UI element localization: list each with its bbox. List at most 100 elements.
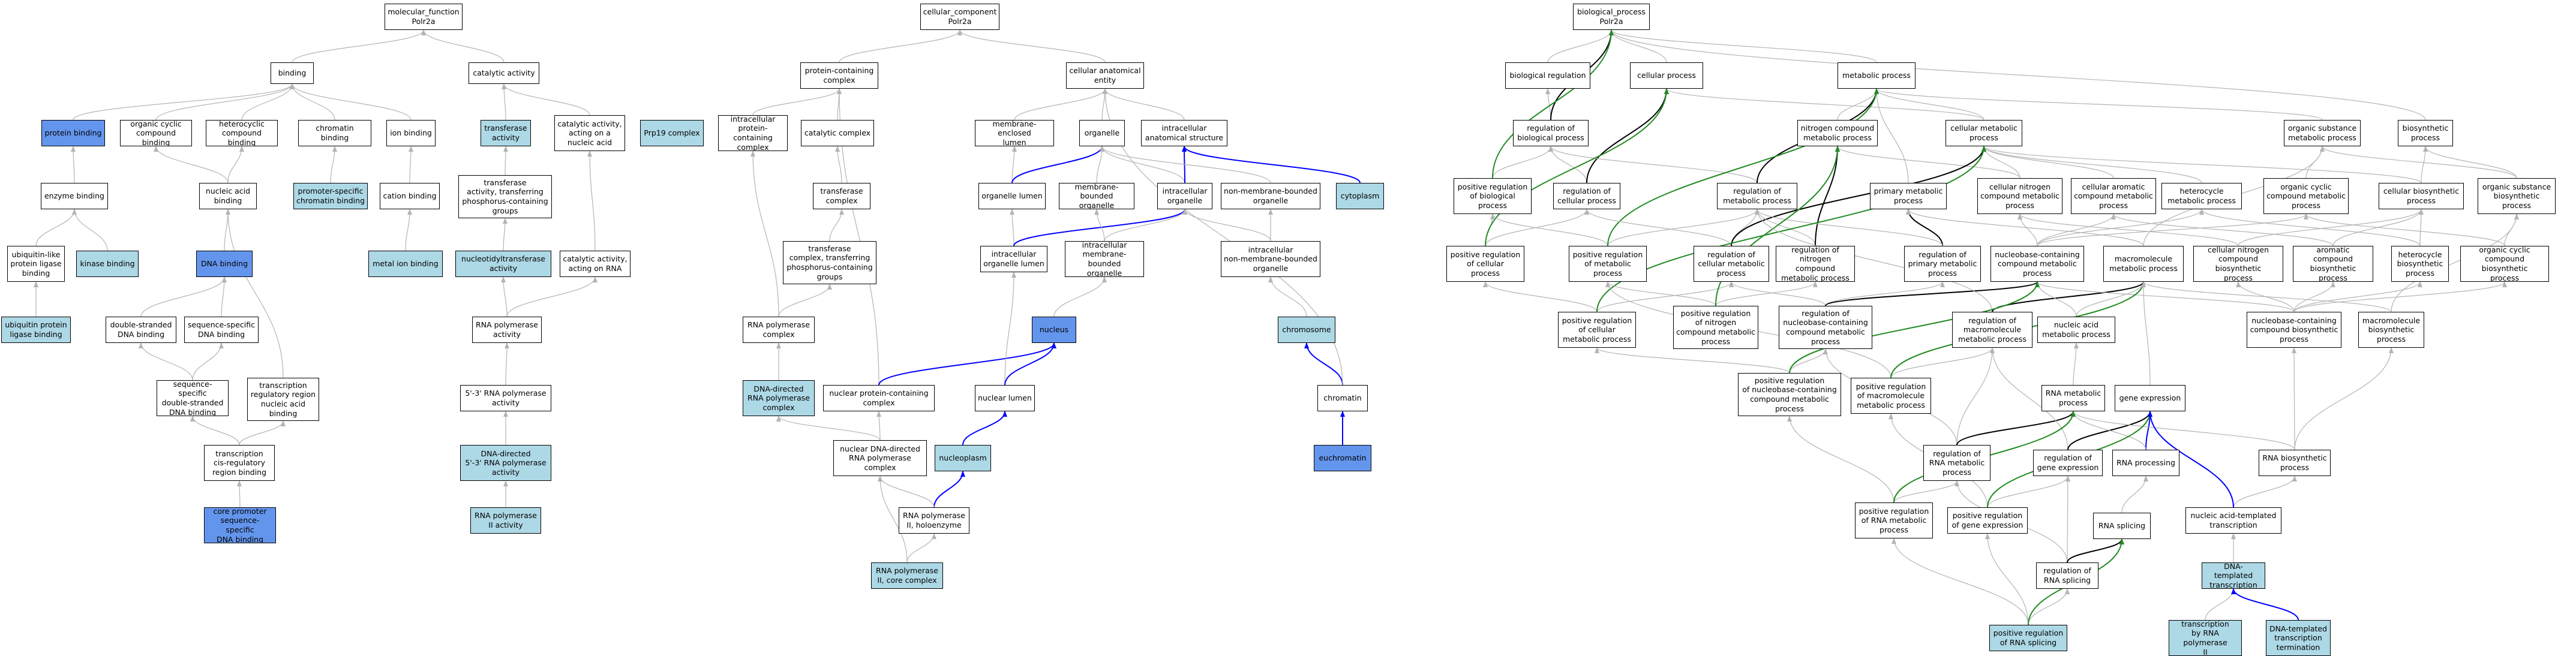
go-term-node-ncmp[interactable]: nitrogen compound metabolic process — [1797, 120, 1878, 146]
go-term-node-cellmet[interactable]: cellular metabolic process — [1945, 120, 2022, 146]
go-term-node-nbcmp[interactable]: nucleobase-containing compound metabolic… — [1990, 246, 2084, 282]
go-term-node-rnapol2act[interactable]: RNA polymerase II activity — [470, 507, 541, 534]
go-term-node-posregnbcmp[interactable]: positive regulation of nucleobase-contai… — [1738, 373, 1841, 416]
go-term-node-rnapolact[interactable]: RNA polymerase activity — [472, 317, 542, 343]
go-term-node-rnapolcomp[interactable]: RNA polymerase complex — [743, 317, 815, 343]
go-term-node-cellncbio[interactable]: cellular nitrogen compound biosynthetic … — [2193, 246, 2283, 282]
go-term-node-intanat[interactable]: intracellular anatomical structure — [1141, 120, 1227, 146]
go-term-node-dsdna[interactable]: double-stranded DNA binding — [106, 317, 176, 343]
go-term-node-catrna[interactable]: catalytic activity, acting on RNA — [560, 251, 631, 277]
go-term-node-transfact[interactable]: transferase activity — [481, 120, 531, 146]
go-term-node-dnatempterm[interactable]: DNA-templated transcription termination — [2266, 620, 2331, 656]
go-term-node-transcomp[interactable]: transferase complex — [813, 183, 870, 209]
go-term-node-posregmacro[interactable]: positive regulation of macromolecule met… — [1851, 378, 1931, 414]
go-term-node-reggeneexp[interactable]: regulation of gene expression — [2033, 450, 2103, 476]
go-term-node-ubiq[interactable]: ubiquitin-like protein ligase binding — [7, 246, 65, 282]
go-term-node-cellbio[interactable]: cellular biosynthetic process — [2379, 183, 2464, 209]
go-term-node-primmet[interactable]: primary metabolic process — [1870, 183, 1947, 209]
go-term-node-arombio[interactable]: aromatic compound biosynthetic process — [2293, 246, 2373, 282]
go-term-node-seqdna[interactable]: sequence-specific DNA binding — [184, 317, 259, 343]
go-term-node-euchromatin[interactable]: euchromatin — [1314, 445, 1371, 471]
go-term-node-nonmemb[interactable]: non-membrane-bounded organelle — [1221, 183, 1320, 209]
go-term-node-prp19[interactable]: Prp19 complex — [640, 120, 704, 146]
go-term-node-bp[interactable]: biological_process Polr2a — [1573, 4, 1650, 30]
go-term-node-nucprotcomp[interactable]: nuclear protein-containing complex — [823, 385, 935, 411]
go-term-node-cisreg[interactable]: transcription cis-regulatory region bind… — [204, 445, 275, 481]
go-term-node-rnapol53[interactable]: 5'-3' RNA polymerase activity — [460, 385, 551, 411]
go-term-node-dnadirrnapol[interactable]: DNA-directed RNA polymerase complex — [743, 380, 815, 416]
go-term-node-cellproc[interactable]: cellular process — [1630, 62, 1703, 89]
go-term-node-posregrnamet[interactable]: positive regulation of RNA metabolic pro… — [1855, 502, 1933, 538]
go-term-node-nuclumen[interactable]: nuclear lumen — [975, 385, 1035, 411]
go-term-node-catnuc[interactable]: catalytic activity, acting on a nucleic … — [554, 115, 625, 151]
go-term-node-membbound[interactable]: membrane-bounded organelle — [1059, 183, 1134, 209]
go-term-node-geneexp[interactable]: gene expression — [2115, 385, 2185, 411]
go-term-node-catact[interactable]: catalytic activity — [469, 62, 539, 84]
go-term-node-dnadir53[interactable]: DNA-directed 5'-3' RNA polymerase activi… — [460, 445, 551, 481]
go-term-node-nucleus[interactable]: nucleus — [1032, 317, 1076, 343]
go-term-node-cytoplasm[interactable]: cytoplasm — [1336, 183, 1384, 209]
go-term-node-dnabind[interactable]: DNA binding — [196, 251, 253, 277]
go-term-node-rnabio[interactable]: RNA biosynthetic process — [2259, 450, 2331, 476]
go-term-node-binding[interactable]: binding — [271, 62, 314, 84]
go-term-node-biosyn[interactable]: biosynthetic process — [2398, 120, 2453, 146]
go-term-node-nucdnadir[interactable]: nuclear DNA-directed RNA polymerase comp… — [833, 440, 927, 476]
go-term-node-mf[interactable]: molecular_function Polr2a — [385, 4, 463, 30]
go-term-node-metal[interactable]: metal ion binding — [368, 251, 443, 277]
go-term-node-transphos[interactable]: transferase activity, transferring phosp… — [458, 175, 552, 218]
go-term-node-cae[interactable]: cellular anatomical entity — [1066, 62, 1144, 89]
go-term-node-intorg[interactable]: intracellular organelle — [1157, 183, 1212, 209]
go-term-node-protbind[interactable]: protein binding — [41, 120, 105, 146]
go-term-node-treg[interactable]: transcription regulatory region nucleic … — [247, 378, 319, 421]
go-term-node-posregmet[interactable]: positive regulation of metabolic process — [1569, 246, 1647, 282]
go-term-node-hetmet[interactable]: heterocycle metabolic process — [2161, 183, 2242, 209]
go-term-node-membl[interactable]: membrane-enclosed lumen — [975, 120, 1054, 146]
go-term-node-cation[interactable]: cation binding — [380, 183, 440, 209]
go-term-node-macrobio[interactable]: macromolecule biosynthetic process — [2358, 312, 2424, 348]
go-term-node-chrombind[interactable]: chromatin binding — [298, 120, 371, 146]
go-term-node-regrnamet[interactable]: regulation of RNA metabolic process — [1923, 445, 1990, 481]
go-term-node-osmp[interactable]: organic substance metabolic process — [2284, 120, 2361, 146]
go-term-node-intnonmemb[interactable]: intracellular non-membrane-bounded organ… — [1221, 241, 1320, 277]
go-term-node-ionbind[interactable]: ion binding — [386, 120, 436, 146]
go-term-node-posregcellmet[interactable]: positive regulation of cellular metaboli… — [1558, 312, 1636, 348]
go-term-node-transrnapol2[interactable]: transcription by RNA polymerase II — [2169, 620, 2242, 656]
go-term-node-rnasplice[interactable]: RNA splicing — [2093, 513, 2151, 539]
go-term-node-orgcyc[interactable]: organic cyclic compound binding — [120, 120, 192, 146]
go-term-node-cellarom[interactable]: cellular aromatic compound metabolic pro… — [2071, 178, 2156, 214]
go-term-node-rnapol2core[interactable]: RNA polymerase II, core complex — [871, 562, 943, 589]
go-term-node-posregcell[interactable]: positive regulation of cellular process — [1446, 246, 1524, 282]
go-term-node-orglumen[interactable]: organelle lumen — [978, 183, 1046, 209]
go-term-node-intprot[interactable]: intracellular protein-containing complex — [718, 115, 788, 151]
go-term-node-nucleoplasm[interactable]: nucleoplasm — [935, 445, 991, 471]
go-term-node-protcomp[interactable]: protein-containing complex — [800, 62, 878, 89]
go-term-node-nucacidtemp[interactable]: nucleic acid-templated transcription — [2185, 507, 2281, 534]
go-term-node-kinase[interactable]: kinase binding — [76, 251, 139, 277]
go-term-node-osbio[interactable]: organic substance biosynthetic process — [2478, 178, 2556, 214]
go-term-node-cc[interactable]: cellular_component Polr2a — [920, 4, 999, 30]
go-term-node-posreggeneexp[interactable]: positive regulation of gene expression — [1947, 507, 2028, 534]
go-term-node-nbcbio[interactable]: nucleobase-containing compound biosynthe… — [2247, 312, 2341, 348]
go-term-node-ubiqprot[interactable]: ubiquitin protein ligase binding — [1, 317, 71, 343]
go-term-node-regncmp[interactable]: regulation of nitrogen compound metaboli… — [1776, 246, 1855, 282]
go-term-node-seqds[interactable]: sequence-specific double-stranded DNA bi… — [157, 380, 229, 416]
go-term-node-posregncmp[interactable]: positive regulation of nitrogen compound… — [1673, 306, 1758, 349]
go-term-node-regcellmet[interactable]: regulation of cellular metabolic process — [1694, 246, 1769, 282]
go-term-node-coreprom[interactable]: core promoter sequence-specific DNA bind… — [204, 507, 276, 543]
go-term-node-posregrnasplice[interactable]: positive regulation of RNA splicing — [1989, 625, 2067, 651]
go-term-node-posregbio[interactable]: positive regulation of biological proces… — [1454, 178, 1532, 214]
go-term-node-enzbind[interactable]: enzyme binding — [41, 183, 108, 209]
go-term-node-chromosome[interactable]: chromosome — [1278, 317, 1335, 343]
go-term-node-chromatin[interactable]: chromatin — [1317, 385, 1368, 411]
go-term-node-nucltrans[interactable]: nucleotidyltransferase activity — [455, 251, 551, 277]
go-term-node-rnamet[interactable]: RNA metabolic process — [2041, 385, 2105, 411]
go-term-node-regnbcmp[interactable]: regulation of nucleobase-containing comp… — [1779, 306, 1872, 349]
go-term-node-regbio[interactable]: regulation of biological process — [1513, 120, 1589, 146]
go-term-node-promchrom[interactable]: promoter-specific chromatin binding — [293, 183, 368, 209]
go-term-node-intmemb[interactable]: intracellular membrane-bounded organelle — [1065, 241, 1144, 277]
go-term-node-transcompphos[interactable]: transferase complex, transferring phosph… — [783, 241, 876, 284]
go-term-node-intorglumen[interactable]: intracellular organelle lumen — [980, 246, 1047, 272]
go-term-node-orgcycbio[interactable]: organic cyclic compound biosynthetic pro… — [2460, 246, 2549, 282]
go-term-node-nucacidmet[interactable]: nucleic acid metabolic process — [2037, 317, 2115, 343]
go-term-node-hetbind[interactable]: heterocyclic compound binding — [206, 120, 278, 146]
